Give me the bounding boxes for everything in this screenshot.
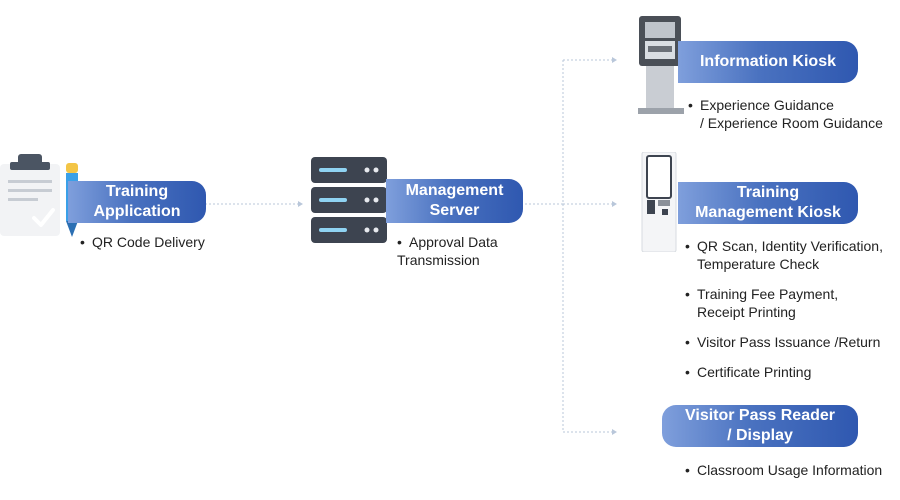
touchscreen-kiosk-icon bbox=[641, 152, 677, 252]
arrowhead-pass-reader bbox=[612, 429, 617, 435]
visitor-pass-reader-title-1: Visitor Pass Reader bbox=[684, 407, 835, 424]
list-item: Certificate Printing bbox=[685, 363, 900, 381]
information-kiosk-title: Information Kiosk bbox=[699, 53, 836, 70]
list-item: QR Scan, Identity Verification, Temperat… bbox=[685, 237, 900, 273]
visitor-pass-reader-bullets: Classroom Usage Information bbox=[685, 461, 900, 491]
list-item: Approval Data Transmission bbox=[397, 233, 547, 269]
training-management-kiosk-bullets: QR Scan, Identity Verification, Temperat… bbox=[685, 237, 900, 393]
list-item: Visitor Pass Issuance /Return bbox=[685, 333, 900, 351]
arrowhead-mgmt-kiosk bbox=[612, 201, 617, 207]
management-server-bullets: Approval Data Transmission bbox=[397, 233, 547, 281]
list-item: QR Code Delivery bbox=[80, 233, 280, 251]
arrowhead-server bbox=[298, 201, 303, 207]
list-item: Classroom Usage Information bbox=[685, 461, 900, 479]
information-kiosk-bullets: Experience Guidance / Experience Room Gu… bbox=[688, 96, 900, 144]
training-application-title-2: Application bbox=[93, 203, 181, 220]
information-kiosk-node: Information Kiosk bbox=[678, 41, 858, 83]
training-application-title-1: Training bbox=[105, 183, 169, 200]
training-application-bullets: QR Code Delivery bbox=[80, 233, 280, 263]
server-rack-icon bbox=[311, 157, 387, 243]
clipboard-icon bbox=[0, 154, 60, 236]
standing-kiosk-icon bbox=[638, 16, 684, 114]
training-management-kiosk-title-2: Management Kiosk bbox=[695, 204, 841, 221]
visitor-pass-reader-title-2: / Display bbox=[727, 427, 793, 444]
list-item: Training Fee Payment, Receipt Printing bbox=[685, 285, 900, 321]
training-application-node: Training Application bbox=[68, 181, 206, 223]
management-server-node: Management Server bbox=[386, 179, 523, 223]
management-server-title-1: Management bbox=[405, 182, 504, 199]
training-management-kiosk-title-1: Training bbox=[736, 184, 800, 201]
list-item: Experience Guidance / Experience Room Gu… bbox=[688, 96, 900, 132]
visitor-pass-reader-node: Visitor Pass Reader / Display bbox=[662, 405, 858, 447]
management-server-title-2: Server bbox=[429, 202, 480, 219]
arrowhead-info-kiosk bbox=[612, 57, 617, 63]
training-management-kiosk-node: Training Management Kiosk bbox=[678, 182, 858, 224]
